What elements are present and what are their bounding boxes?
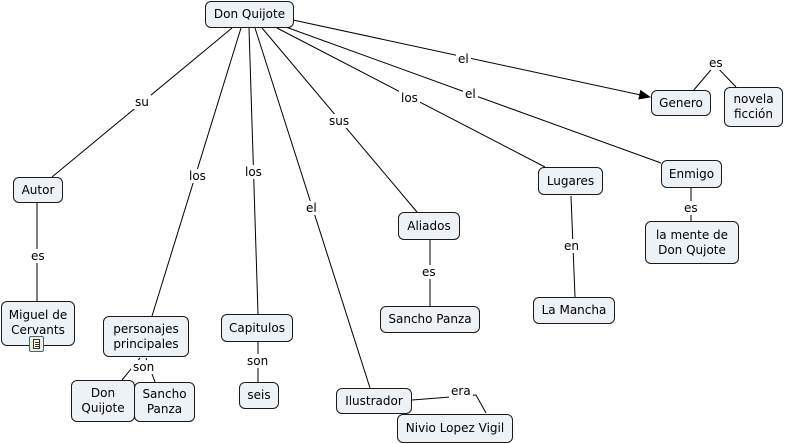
label-sus: sus: [327, 114, 352, 128]
node-novela-ficcion[interactable]: novela ficción: [724, 87, 783, 127]
node-don-quijote-char-line1: Don: [90, 386, 116, 400]
node-miguel-line2: Cervants: [11, 323, 65, 337]
document-resource-icon[interactable]: [29, 336, 44, 352]
node-lugares[interactable]: Lugares: [538, 167, 603, 195]
label-en: en: [562, 239, 581, 253]
node-la-mancha-label: La Mancha: [541, 303, 607, 317]
node-sancho-panza-character[interactable]: Sancho Panza: [134, 382, 195, 422]
node-personajes-principales[interactable]: personajes principales: [103, 316, 189, 357]
node-la-mente-de-don-qujote[interactable]: la mente de Don Qujote: [645, 221, 739, 264]
label-los-lugares: los: [399, 91, 420, 105]
node-don-quijote-char-line2: Quijote: [81, 401, 125, 415]
node-don-quijote-label: Don Quijote: [213, 7, 286, 21]
node-novela-line2: ficción: [733, 107, 774, 121]
node-ilustrador-label: Ilustrador: [345, 393, 403, 408]
node-capitulos-label: Capitulos: [229, 320, 285, 335]
node-enmigo-label: Enmigo: [668, 166, 715, 181]
node-nivio-lopez-vigil[interactable]: Nivio Lopez Vigil: [397, 414, 513, 443]
node-enmigo[interactable]: Enmigo: [661, 160, 722, 188]
label-su: su: [133, 95, 151, 109]
label-son-personajes: son: [131, 360, 157, 374]
node-seis[interactable]: seis: [239, 382, 279, 409]
node-nivio-label: Nivio Lopez Vigil: [405, 421, 505, 435]
node-aliados-label: Aliados: [407, 218, 451, 233]
label-era: era: [449, 384, 473, 398]
node-personajes-line2: principales: [113, 336, 179, 351]
label-los-personajes: los: [187, 169, 208, 183]
node-sancho-panza-label: Sancho Panza: [388, 312, 472, 326]
link-era: [411, 394, 487, 414]
label-el-ilustrador: el: [304, 201, 319, 215]
node-sancho-char-line1: Sancho: [142, 387, 187, 401]
label-es-genero: es: [707, 56, 725, 70]
node-capitulos[interactable]: Capitulos: [221, 314, 293, 342]
node-lugares-label: Lugares: [546, 173, 595, 188]
node-don-quijote[interactable]: Don Quijote: [205, 1, 294, 28]
label-el-enmigo: el: [463, 87, 478, 101]
label-es-autor: es: [29, 249, 47, 263]
node-ilustrador[interactable]: Ilustrador: [336, 388, 412, 414]
node-genero[interactable]: Genero: [651, 90, 711, 116]
label-los-capitulos: los: [243, 165, 264, 179]
node-personajes-line1: personajes: [113, 321, 179, 336]
node-sancho-panza[interactable]: Sancho Panza: [380, 306, 480, 333]
label-son-capitulos: son: [245, 354, 271, 368]
node-mente-line1: la mente de: [655, 227, 729, 242]
node-novela-line1: novela: [733, 92, 774, 106]
label-es-aliados: es: [420, 265, 438, 279]
node-miguel-line1: Miguel de: [8, 308, 68, 322]
label-es-enmigo: es: [682, 201, 700, 215]
label-el-genero: el: [456, 52, 471, 66]
node-autor-label: Autor: [21, 182, 55, 197]
node-don-quijote-character[interactable]: Don Quijote: [71, 380, 135, 422]
link-el-genero: [292, 19, 651, 100]
node-sancho-char-line2: Panza: [146, 402, 183, 416]
node-autor[interactable]: Autor: [13, 177, 63, 203]
node-genero-label: Genero: [659, 95, 703, 110]
node-aliados[interactable]: Aliados: [398, 212, 460, 240]
node-seis-label: seis: [247, 388, 271, 402]
node-la-mancha[interactable]: La Mancha: [533, 297, 615, 324]
node-mente-line2: Don Qujote: [658, 242, 726, 257]
